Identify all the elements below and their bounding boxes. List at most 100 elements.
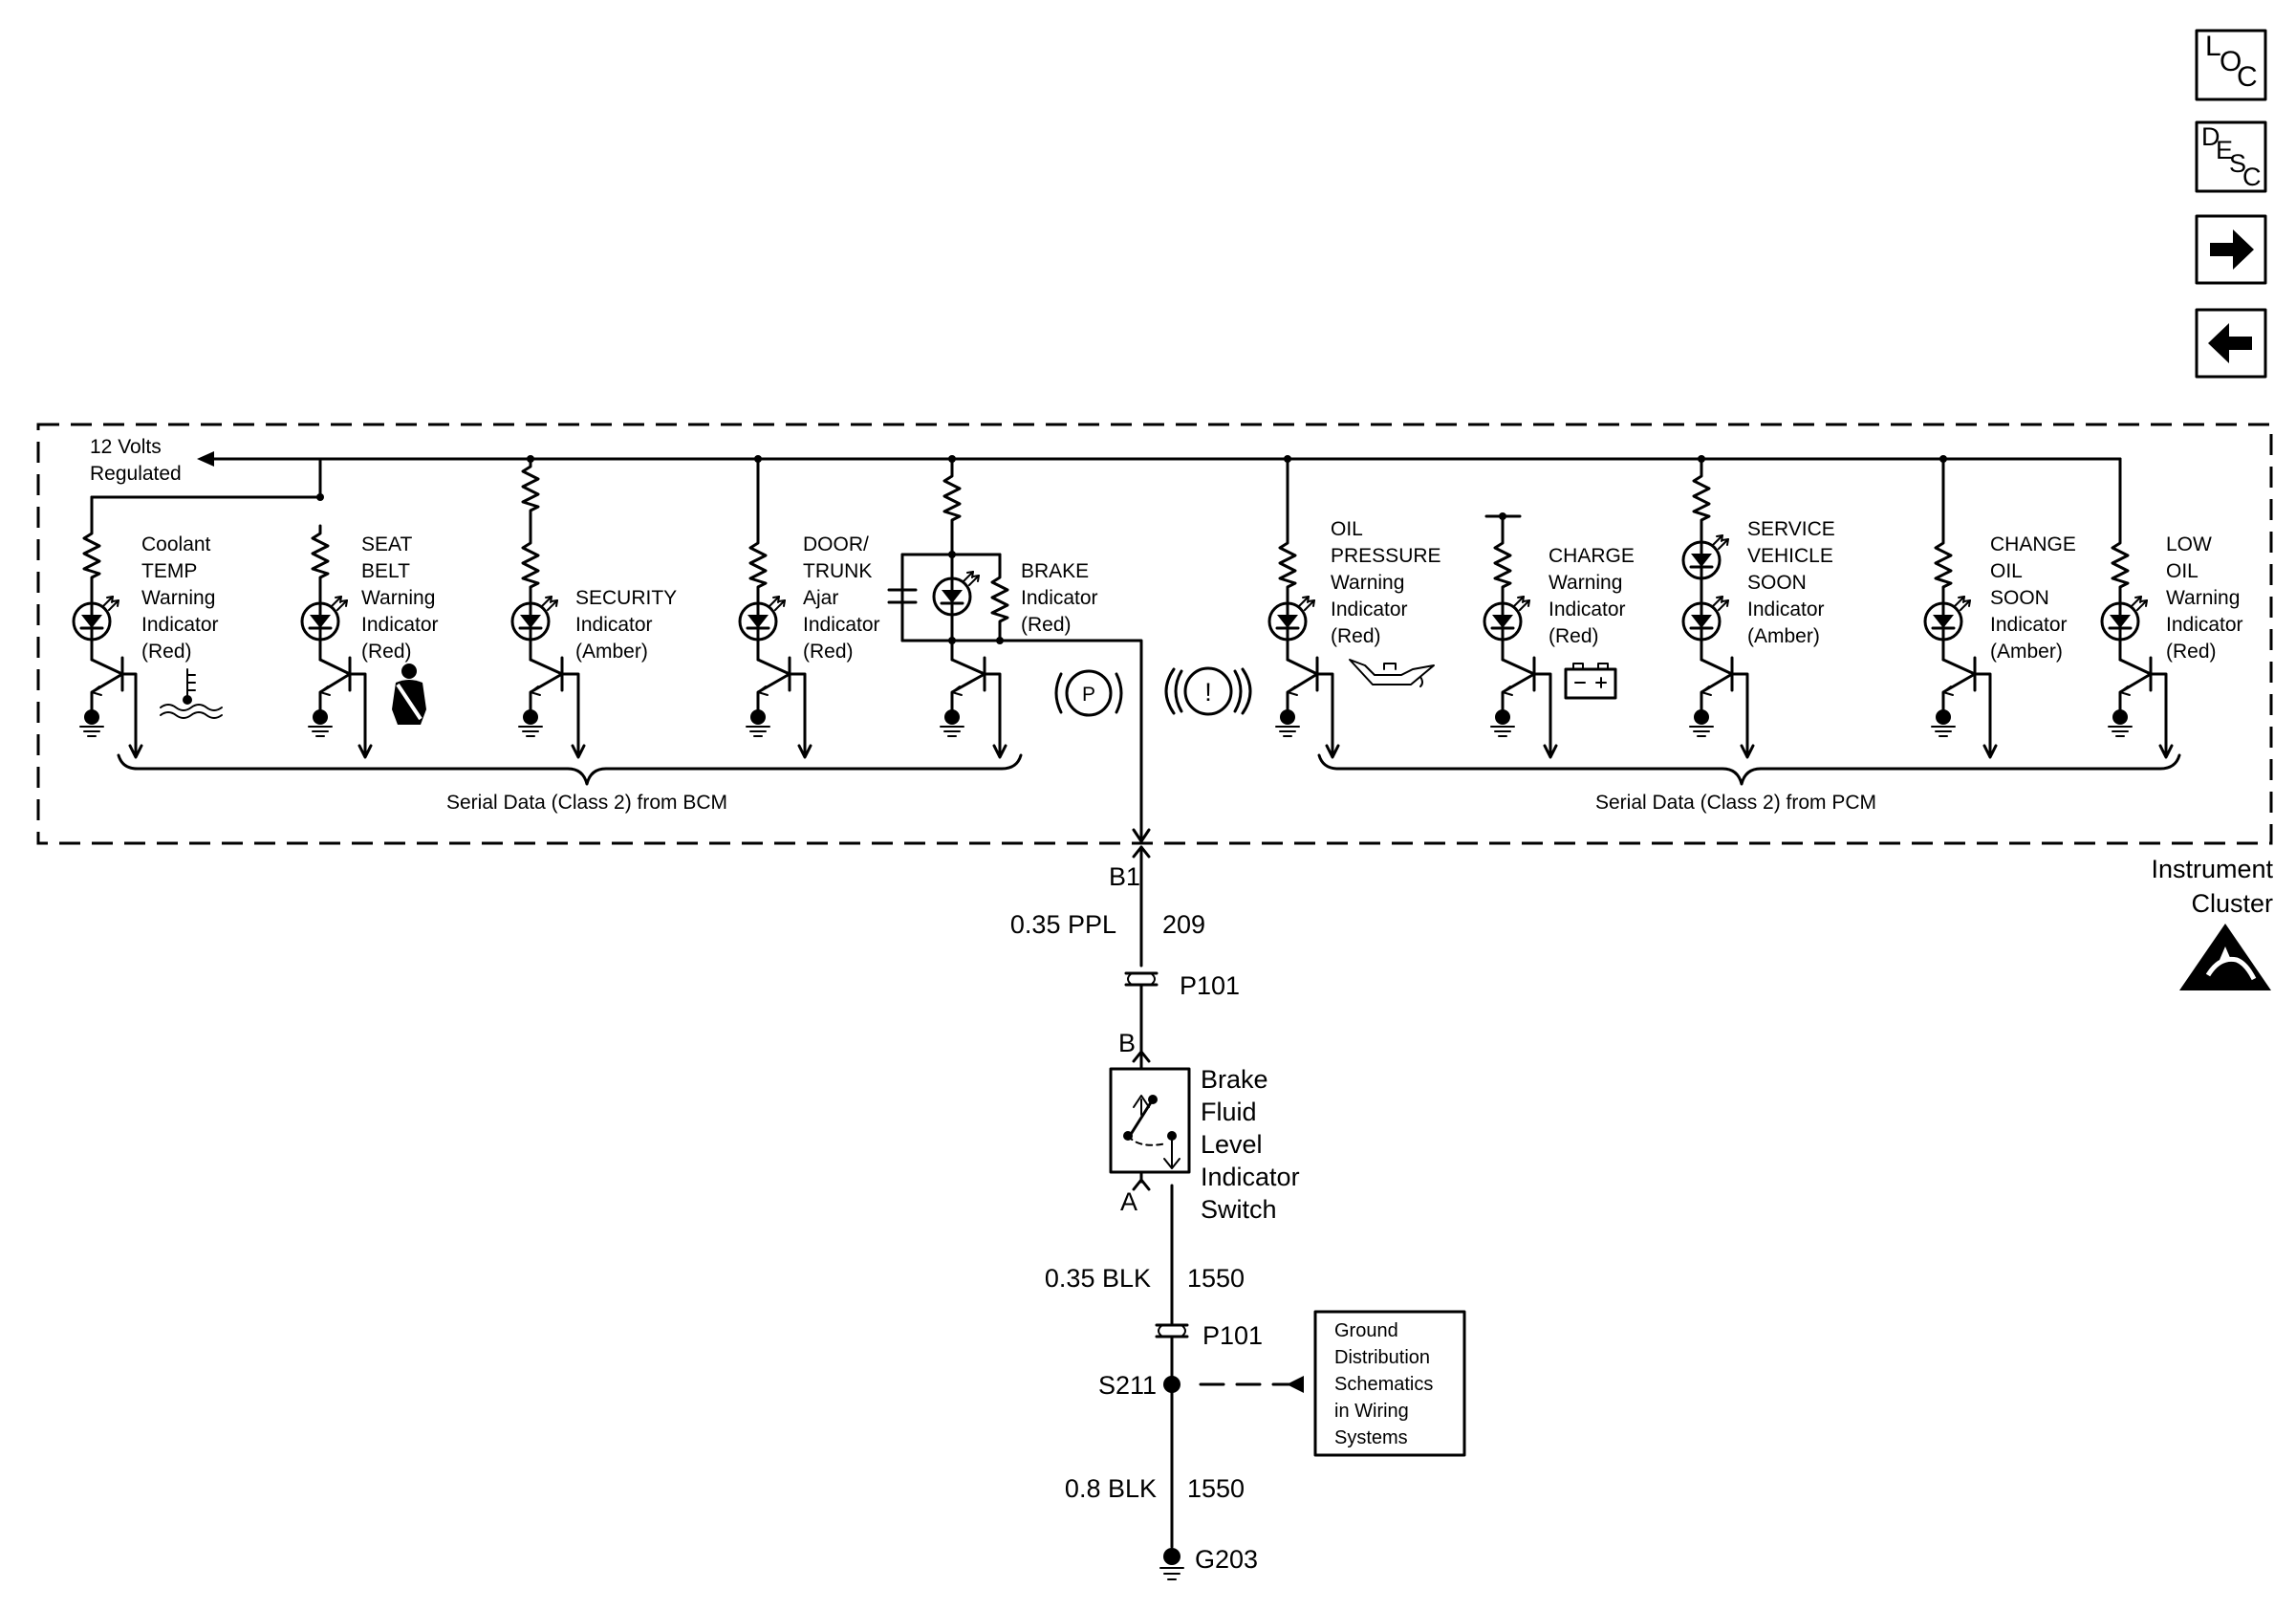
cluster-pin-label: B1 <box>1109 862 1140 891</box>
switch-name-line: Switch <box>1201 1195 1277 1224</box>
label-line: SERVICE <box>1747 518 1835 540</box>
switch-pin-top-label: B <box>1118 1029 1136 1057</box>
label-line: OIL <box>1331 518 1363 540</box>
label-line: (Red) <box>361 641 412 663</box>
wire1-gauge: 0.35 PPL <box>1010 910 1116 939</box>
desc-letter-s: S <box>2229 149 2246 178</box>
indicator-labels: Coolant TEMP Warning Indicator (Red) SEA… <box>141 518 2243 663</box>
switch-name-line: Fluid <box>1201 1098 1257 1126</box>
label-line: SEAT <box>361 533 412 555</box>
switch-name-label: Brake Fluid Level Indicator Switch <box>1201 1065 1300 1224</box>
brake-park-letter: P <box>1082 684 1095 706</box>
change-oil-label: CHANGE OIL SOON Indicator (Amber) <box>1990 533 2076 663</box>
label-line: Warning <box>361 587 435 609</box>
location-button[interactable]: L O C <box>2195 29 2267 101</box>
loc-letter-l: L <box>2205 31 2221 62</box>
label-line: (Red) <box>1021 614 1072 636</box>
next-page-button[interactable] <box>2195 214 2267 285</box>
label-line: (Red) <box>1549 625 1599 647</box>
security-label: SECURITY Indicator (Amber) <box>575 587 677 663</box>
pcm-serial-brace: Serial Data (Class 2) from PCM <box>1317 753 2181 814</box>
seat-belt-label: SEAT BELT Warning Indicator (Red) <box>361 533 439 663</box>
description-button[interactable]: D E S C <box>2195 120 2267 193</box>
label-line: (Amber) <box>1747 625 1820 647</box>
indicator-coolant <box>72 524 223 759</box>
indicator-security <box>510 457 586 759</box>
label-line: TRUNK <box>803 560 872 582</box>
reference-line: Systems <box>1334 1427 1408 1448</box>
switch-name-line: Level <box>1201 1130 1263 1159</box>
switch-name-line: Brake <box>1201 1065 1268 1094</box>
brake-park-icon: P <box>1054 669 1123 717</box>
brake-label: BRAKE Indicator (Red) <box>1021 560 1098 636</box>
oil-pressure-label: OIL PRESSURE Warning Indicator (Red) <box>1331 518 1441 647</box>
label-line: SOON <box>1747 572 1807 594</box>
label-line: Ajar <box>803 587 838 609</box>
esd-sensitive-icon <box>2179 924 2271 990</box>
label-line: Indicator <box>141 614 219 636</box>
wire3-number: 1550 <box>1187 1474 1245 1503</box>
wire3-gauge: 0.8 BLK <box>1065 1474 1157 1503</box>
label-line: OIL <box>1990 560 2023 582</box>
brake-warning-icon: ! <box>1164 666 1252 716</box>
label-line: (Red) <box>1331 625 1381 647</box>
reference-line: Ground <box>1334 1320 1398 1341</box>
low-oil-label: LOW OIL Warning Indicator (Red) <box>2166 533 2243 663</box>
supply-bus <box>90 451 2122 528</box>
coolant-temp-icon <box>160 668 223 719</box>
bcm-bus-label: Serial Data (Class 2) from BCM <box>446 792 727 814</box>
label-line: Indicator <box>1021 587 1098 609</box>
instrument-cluster-outline <box>36 423 2273 845</box>
label-line: Warning <box>1549 572 1622 594</box>
brake-fluid-circuit: B1 0.35 PPL 209 P101 B Brake Fluid Level… <box>1010 845 1466 1580</box>
label-line: Indicator <box>803 614 880 636</box>
label-line: Indicator <box>1747 598 1825 620</box>
label-line: OIL <box>2166 560 2199 582</box>
supply-label-line1: 12 Volts <box>90 436 162 458</box>
indicator-low-oil <box>2100 457 2174 759</box>
label-line: Indicator <box>1549 598 1626 620</box>
ground-distribution-reference[interactable]: Ground Distribution Schematics in Wiring… <box>1313 1310 1466 1457</box>
label-line: Coolant <box>141 533 211 555</box>
reference-line: Schematics <box>1334 1374 1433 1395</box>
label-line: SECURITY <box>575 587 677 609</box>
wire2-gauge: 0.35 BLK <box>1045 1264 1151 1293</box>
desc-letter-d: D <box>2201 122 2220 151</box>
label-line: Indicator <box>361 614 439 636</box>
bcm-serial-brace: Serial Data (Class 2) from BCM <box>117 753 1023 814</box>
switch-name-line: Indicator <box>1201 1163 1300 1191</box>
connector-p101-lower: P101 <box>1155 1321 1263 1350</box>
desc-letter-c: C <box>2242 163 2262 191</box>
label-line: Indicator <box>575 614 653 636</box>
label-line: (Amber) <box>1990 641 2063 663</box>
arrow-right-icon <box>2210 229 2254 270</box>
label-line: (Red) <box>803 641 854 663</box>
seat-belt-icon <box>392 664 426 725</box>
loc-letter-c: C <box>2237 61 2258 93</box>
previous-page-button[interactable] <box>2195 308 2267 379</box>
label-line: (Red) <box>2166 641 2217 663</box>
brake-warning-mark: ! <box>1204 678 1212 707</box>
instrument-cluster-label-line2: Cluster <box>2191 889 2273 918</box>
reference-line: Distribution <box>1334 1347 1430 1368</box>
label-line: Indicator <box>2166 614 2243 636</box>
label-line: Indicator <box>1990 614 2068 636</box>
indicator-door-trunk <box>738 457 812 759</box>
label-line: DOOR/ <box>803 533 869 555</box>
label-line: SOON <box>1990 587 2049 609</box>
label-line: Warning <box>1331 572 1404 594</box>
label-line: TEMP <box>141 560 197 582</box>
reference-line: in Wiring <box>1334 1401 1409 1422</box>
desc-letter-e: E <box>2216 136 2233 164</box>
coolant-label: Coolant TEMP Warning Indicator (Red) <box>141 533 219 663</box>
label-line: PRESSURE <box>1331 545 1441 567</box>
wire2-number: 1550 <box>1187 1264 1245 1293</box>
label-line: BELT <box>361 560 410 582</box>
wire1-number: 209 <box>1162 910 1205 939</box>
supply-label-line2: Regulated <box>90 463 182 485</box>
loc-letter-o: O <box>2220 46 2242 77</box>
pcm-bus-label: Serial Data (Class 2) from PCM <box>1595 792 1876 814</box>
label-line: VEHICLE <box>1747 545 1833 567</box>
indicator-charge <box>1483 512 1617 759</box>
ground-g203: G203 <box>1159 1545 1258 1580</box>
